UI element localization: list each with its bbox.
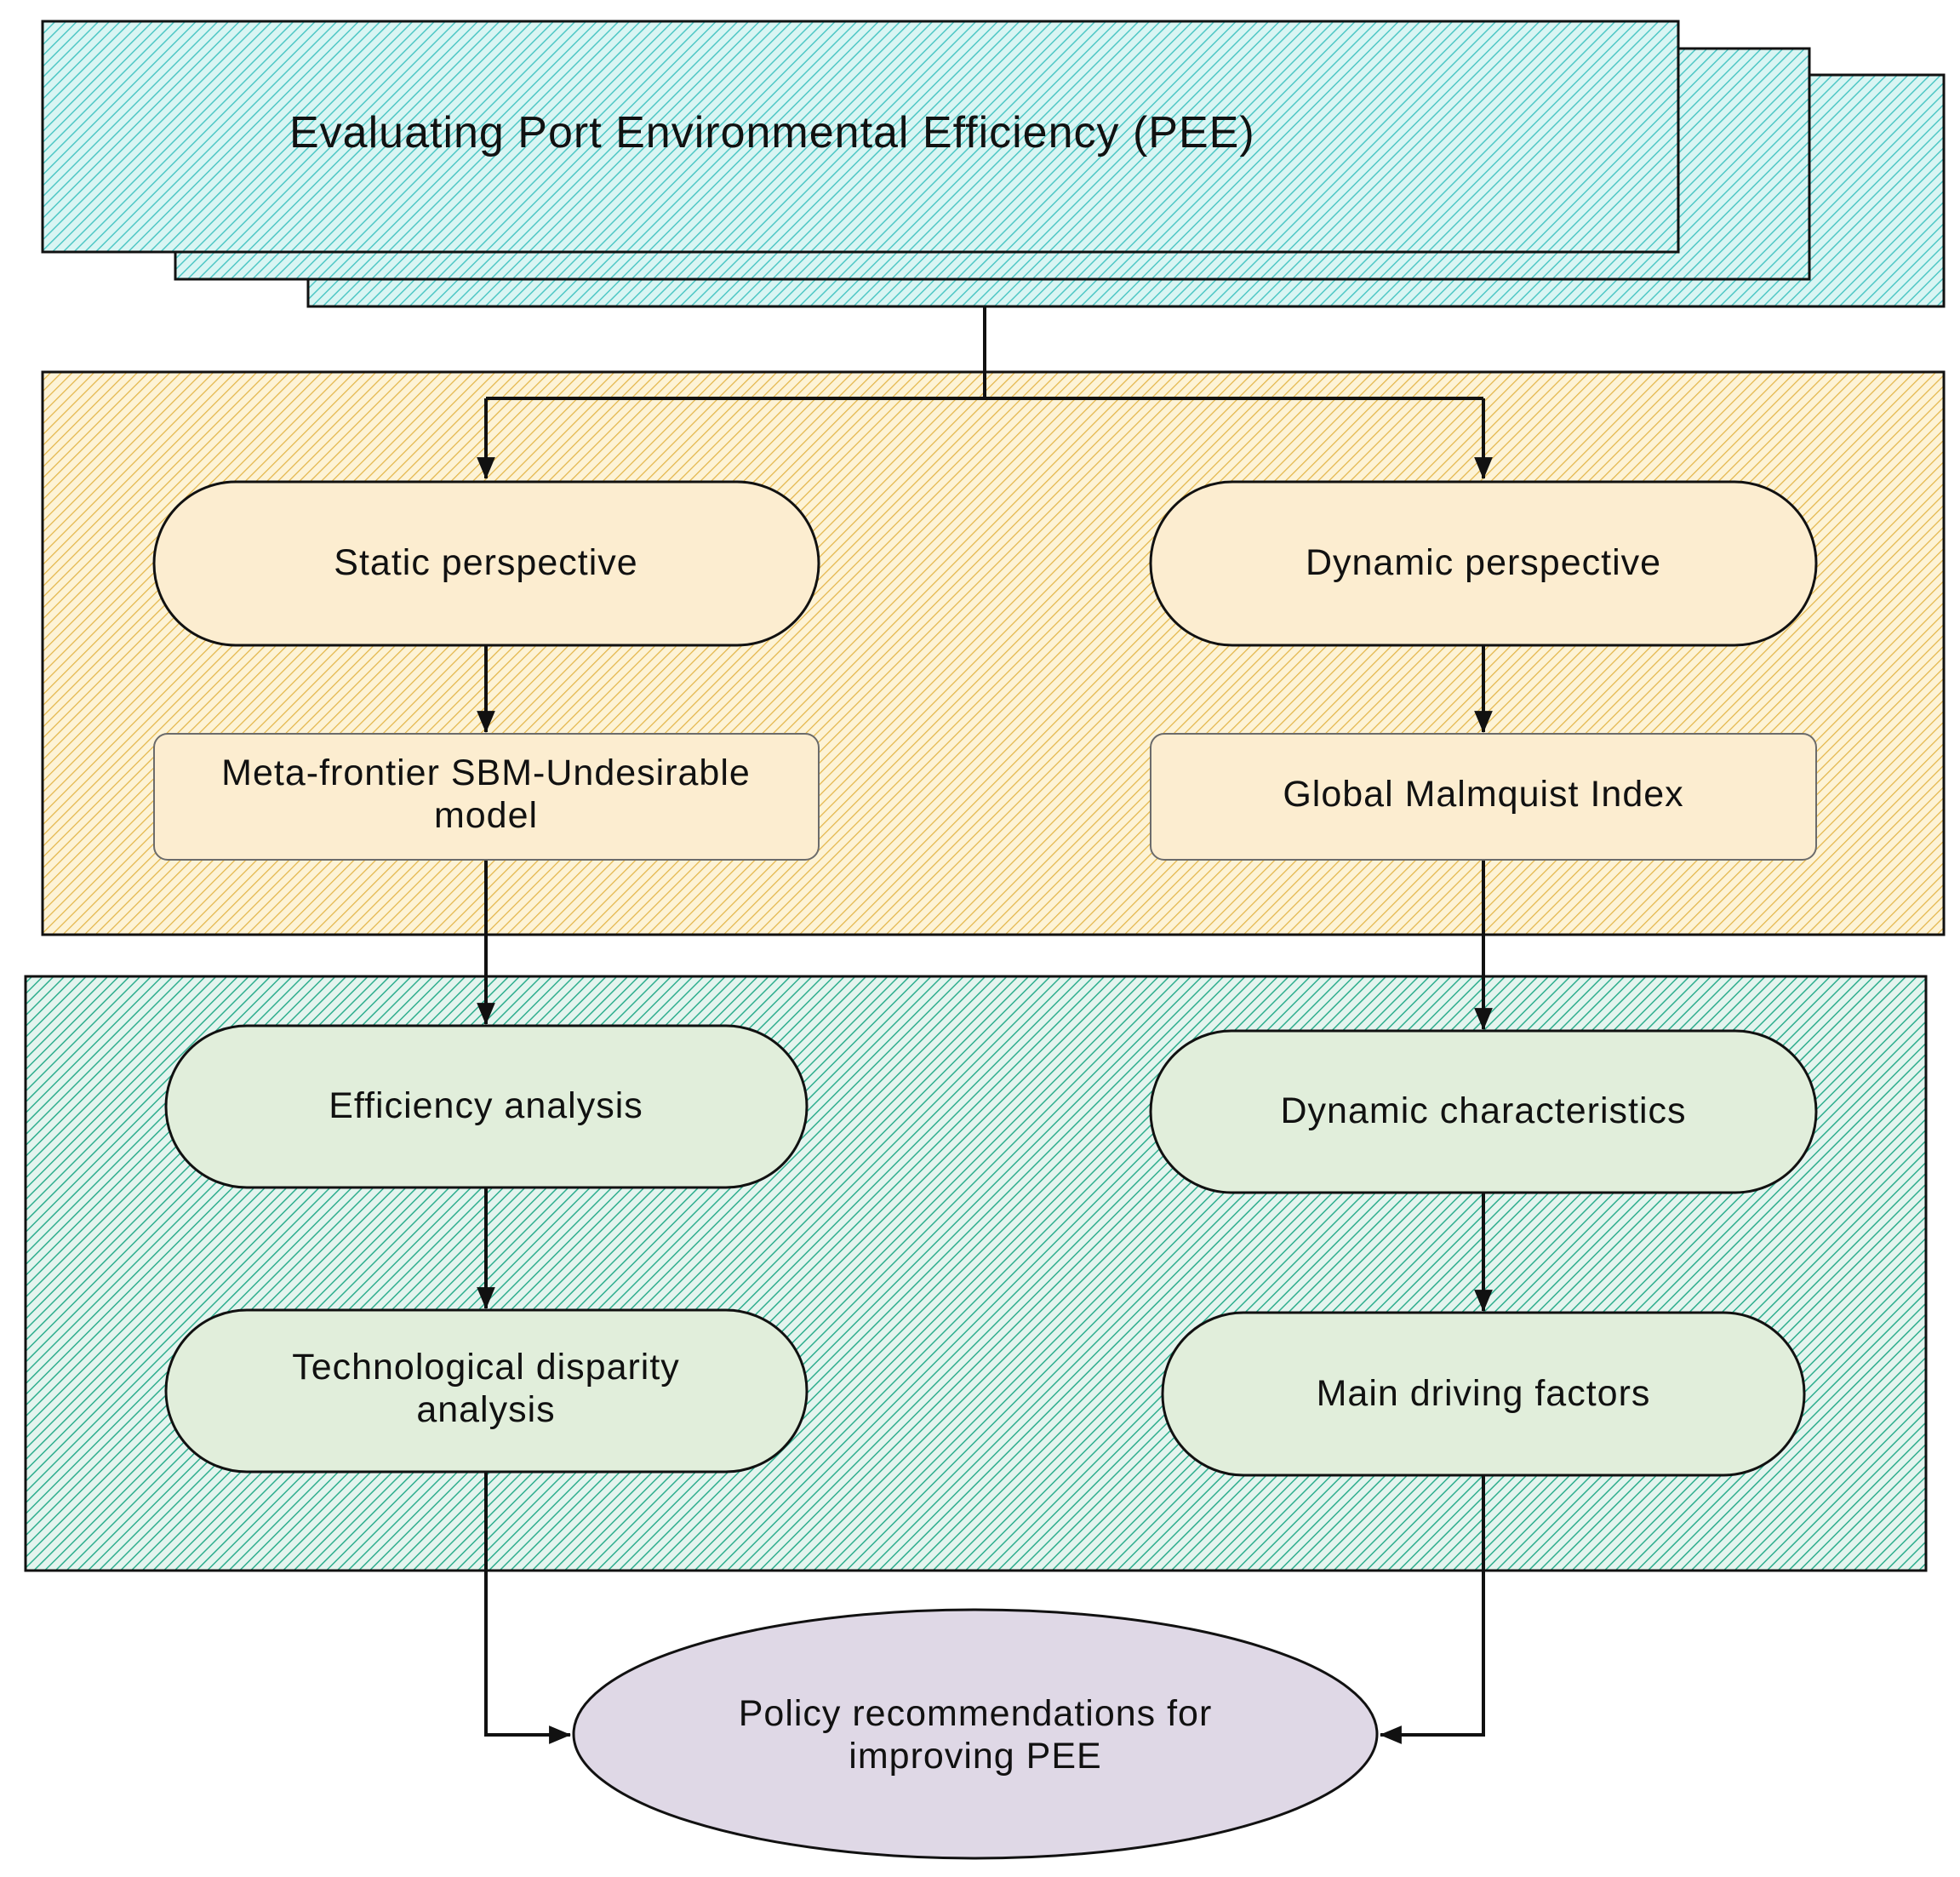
efficiency-analysis-node: Efficiency analysis: [164, 1024, 809, 1189]
static-perspective-label: Static perspective: [334, 542, 637, 583]
static-perspective-node: Static perspective: [152, 480, 820, 647]
technological-disparity-label-line1: Technological disparity: [292, 1347, 680, 1388]
technological-disparity-node: Technological disparity analysis: [164, 1308, 809, 1474]
meta-frontier-node: Meta-frontier SBM-Undesirable model: [153, 733, 820, 861]
dynamic-perspective-label: Dynamic perspective: [1306, 542, 1661, 583]
meta-frontier-label-line1: Meta-frontier SBM-Undesirable: [221, 753, 751, 793]
main-driving-factors-node: Main driving factors: [1161, 1311, 1806, 1477]
efficiency-analysis-label: Efficiency analysis: [329, 1085, 643, 1126]
title-stack: Evaluating Port Environmental Efficiency…: [41, 20, 1946, 308]
policy-label-line1: Policy recommendations for: [739, 1693, 1213, 1734]
dynamic-characteristics-label: Dynamic characteristics: [1281, 1090, 1687, 1131]
dynamic-perspective-node: Dynamic perspective: [1149, 480, 1818, 647]
connectors: [477, 306, 1493, 1744]
dynamic-characteristics-node: Dynamic characteristics: [1149, 1029, 1818, 1194]
global-malmquist-label: Global Malmquist Index: [1283, 774, 1683, 815]
connector-driving-to-policy: [1379, 1475, 1485, 1744]
meta-frontier-label-line2: model: [434, 795, 538, 836]
technological-disparity-label-line2: analysis: [416, 1389, 555, 1430]
policy-label-line2: improving PEE: [849, 1736, 1101, 1777]
connector-tech-to-policy: [484, 1472, 572, 1744]
main-driving-factors-label: Main driving factors: [1317, 1373, 1651, 1414]
policy-recommendations-node: Policy recommendations for improving PEE: [572, 1608, 1379, 1860]
global-malmquist-node: Global Malmquist Index: [1150, 733, 1817, 861]
title-front-box: [41, 20, 1680, 254]
page-title: Evaluating Port Environmental Efficiency…: [289, 108, 1255, 157]
